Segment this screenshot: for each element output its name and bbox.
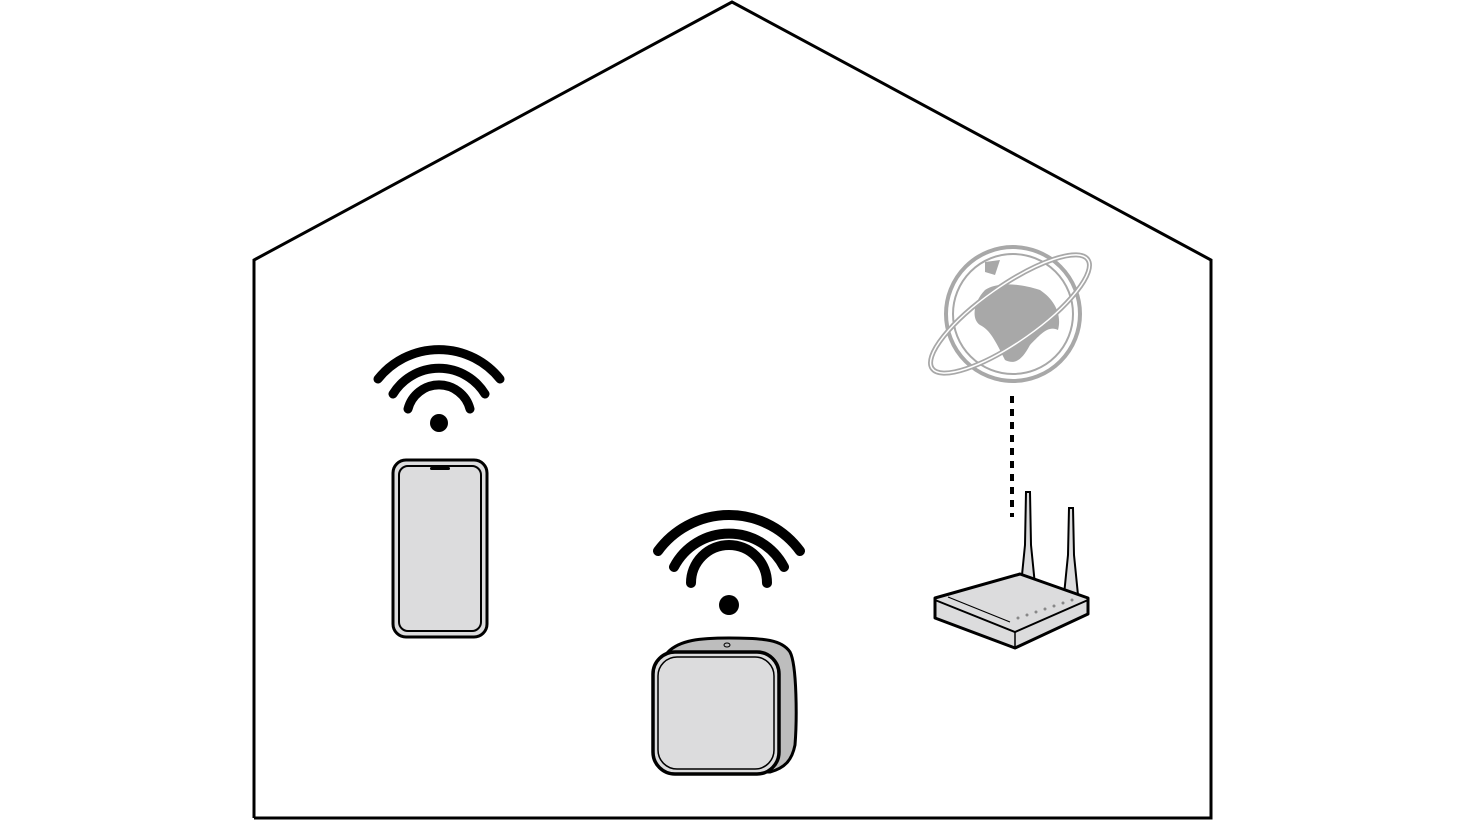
house-outline (252, 0, 1213, 820)
wifi-router-icon (933, 491, 1090, 650)
wifi-icon (373, 345, 505, 432)
wifi-icon (653, 509, 805, 615)
internet-globe-icon (928, 245, 1092, 383)
smartphone-icon (391, 458, 489, 639)
wifi-extender-icon (651, 636, 798, 776)
